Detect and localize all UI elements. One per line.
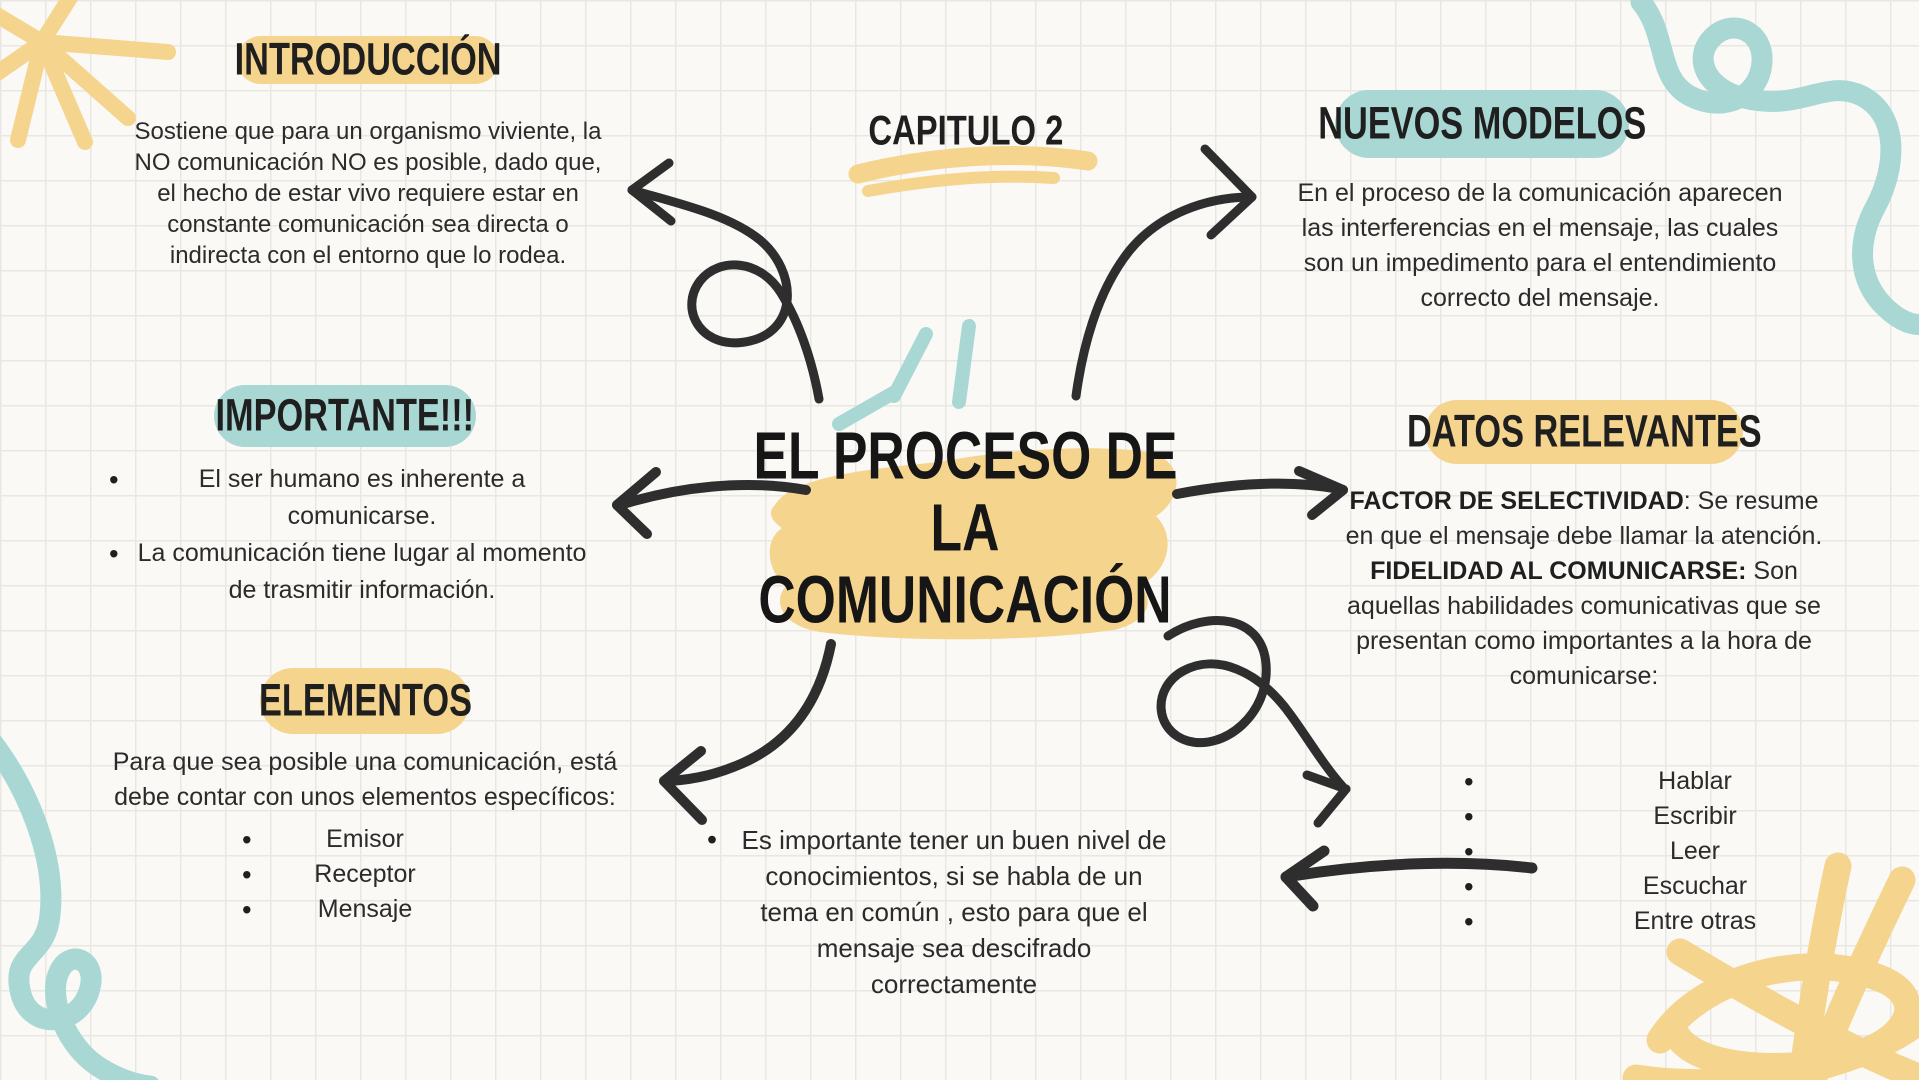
curl-arrow-to-introduccion-icon bbox=[627, 158, 824, 404]
skills-list-block: Hablar Escribir Leer Escuchar Entre otra… bbox=[1440, 764, 1910, 939]
list-item: Receptor bbox=[100, 857, 630, 892]
skills-list: Hablar Escribir Leer Escuchar Entre otra… bbox=[1440, 764, 1910, 939]
elementos-heading: ELEMENTOS bbox=[258, 675, 472, 726]
section-importante: IMPORTANTE!!! El ser humano es inherente… bbox=[95, 385, 595, 609]
datos-relevantes-heading: DATOS RELEVANTES bbox=[1406, 406, 1762, 457]
list-item: Escuchar bbox=[1440, 869, 1910, 904]
elementos-body: Para que sea posible una comunicación, e… bbox=[112, 748, 618, 811]
title-line-2: LA bbox=[930, 490, 1000, 566]
list-item: Entre otras bbox=[1440, 904, 1910, 939]
central-title: EL PROCESO DE LA COMUNICACIÓN bbox=[700, 418, 1230, 638]
list-item: La comunicación tiene lugar al momento d… bbox=[95, 535, 595, 609]
section-datos-relevantes: DATOS RELEVANTES FACTOR DE SELECTIVIDAD:… bbox=[1334, 400, 1834, 694]
datos-relevantes-body: FACTOR DE SELECTIVIDAD: Se resume en que… bbox=[1334, 484, 1834, 694]
list-item: Hablar bbox=[1440, 764, 1910, 799]
importante-heading-pill: IMPORTANTE!!! bbox=[214, 385, 476, 447]
list-item: Mensaje bbox=[100, 892, 630, 927]
list-item: Escribir bbox=[1440, 799, 1910, 834]
section-elementos: ELEMENTOS Para que sea posible una comun… bbox=[100, 668, 630, 927]
curve-arrow-to-nuevos-modelos-icon bbox=[1071, 144, 1257, 401]
introduccion-body: Sostiene que para un organismo viviente,… bbox=[134, 118, 602, 269]
title-line-1: EL PROCESO DE bbox=[753, 418, 1177, 494]
nuevos-modelos-heading: NUEVOS MODELOS bbox=[1318, 98, 1646, 149]
datos-entry-term: FACTOR DE SELECTIVIDAD bbox=[1349, 487, 1684, 515]
nuevos-modelos-heading-pill: NUEVOS MODELOS bbox=[1318, 90, 1646, 158]
chapter-label-text: CAPITULO 2 bbox=[868, 107, 1064, 155]
curve-arrow-to-elementos-icon bbox=[659, 639, 836, 825]
introduccion-heading-pill: INTRODUCCIÓN bbox=[234, 34, 502, 85]
capitulo-underline-highlight bbox=[848, 146, 1098, 197]
title-line-3: COMUNICACIÓN bbox=[758, 562, 1172, 638]
list-item: El ser humano es inherente a comunicarse… bbox=[95, 461, 595, 535]
datos-entry: FACTOR DE SELECTIVIDAD: Se resume en que… bbox=[1346, 487, 1823, 550]
introduccion-heading: INTRODUCCIÓN bbox=[234, 34, 502, 85]
nuevos-modelos-body: En el proceso de la comunicación aparece… bbox=[1297, 179, 1783, 312]
chapter-label: CAPITULO 2 bbox=[846, 107, 1086, 155]
list-item: Es importante tener un buen nivel de con… bbox=[705, 822, 1167, 1002]
section-nuevos-modelos: NUEVOS MODELOS En el proceso de la comun… bbox=[1290, 88, 1790, 316]
datos-entry-desc: Son aquellas habilidades comunicativas q… bbox=[1347, 557, 1821, 690]
elementos-list: Emisor Receptor Mensaje bbox=[100, 822, 630, 927]
datos-entry-term: FIDELIDAD AL COMUNICARSE: bbox=[1370, 557, 1747, 585]
loop-arrow-to-skills-icon bbox=[1156, 616, 1351, 828]
importante-list: El ser humano es inherente a comunicarse… bbox=[95, 461, 595, 609]
nota-inferior-list: Es importante tener un buen nivel de con… bbox=[705, 822, 1167, 1002]
list-item: Emisor bbox=[100, 822, 630, 857]
datos-entry: FIDELIDAD AL COMUNICARSE: Son aquellas h… bbox=[1347, 557, 1821, 690]
elementos-heading-pill: ELEMENTOS bbox=[258, 668, 472, 734]
list-item: Leer bbox=[1440, 834, 1910, 869]
importante-heading: IMPORTANTE!!! bbox=[215, 390, 475, 441]
datos-relevantes-heading-pill: DATOS RELEVANTES bbox=[1407, 400, 1761, 464]
section-nota-inferior: Es importante tener un buen nivel de con… bbox=[705, 822, 1167, 1002]
section-introduccion: INTRODUCCIÓN Sostiene que para un organi… bbox=[108, 30, 628, 271]
datos-entry-desc: : Se resume en que el mensaje debe llama… bbox=[1345, 487, 1823, 550]
teal-burst-rays-icon bbox=[832, 319, 976, 431]
